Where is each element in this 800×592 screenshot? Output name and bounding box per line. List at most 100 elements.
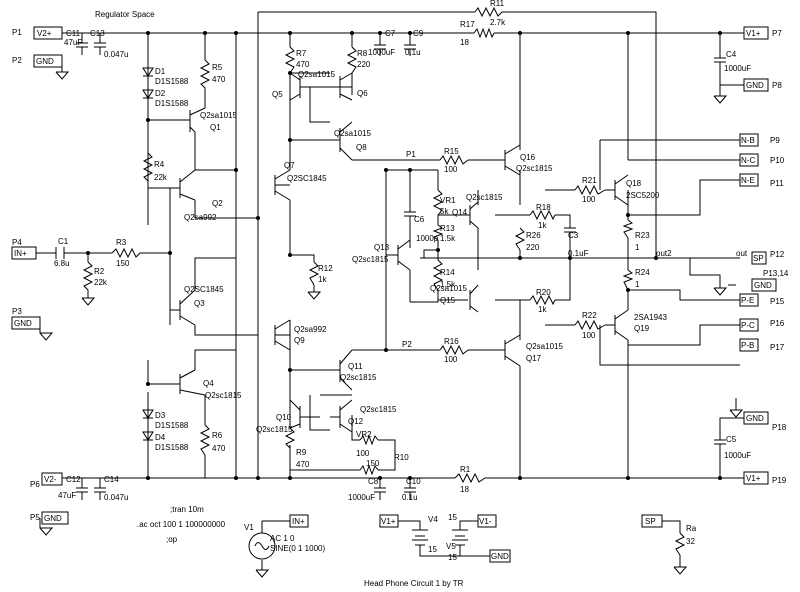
label-q1-name: Q1	[210, 123, 221, 132]
capacitor-c1-symbol	[55, 247, 65, 259]
transistor-q19-symbol	[614, 309, 629, 341]
flag-gnd-p5-box	[41, 511, 69, 525]
resistor-r5-symbol	[199, 59, 211, 95]
flag-pc-box	[739, 318, 759, 332]
transistor-q7-symbol	[274, 169, 291, 201]
transistor-q16-symbol	[504, 144, 521, 176]
transistor-q5-symbol	[289, 72, 320, 101]
net-label-out2: out2	[656, 249, 672, 258]
label-c14-value: 0.047u	[104, 493, 128, 502]
label-c3-value: 0.1uF	[568, 249, 589, 258]
transistor-q3-symbol	[179, 289, 196, 326]
capacitor-c7-symbol	[374, 44, 386, 56]
flag-gnd-p8-box	[743, 78, 769, 92]
flag-out: out	[736, 249, 748, 258]
label-d4-value: D1S1588	[155, 443, 189, 452]
label-d4-name: D4	[155, 433, 166, 442]
label-q15-type: Q2sa1015	[430, 284, 467, 293]
flag-v1plus-p19-box	[743, 471, 769, 485]
pin-p12: P12	[770, 250, 785, 259]
label-r6-value: 470	[212, 444, 226, 453]
label-r17-value: 18	[460, 38, 469, 47]
resistor-r6-symbol	[199, 424, 211, 456]
label-c12-name: C12	[66, 475, 81, 484]
label-r3-value: 150	[116, 259, 130, 268]
label-c5-value: 1000uF	[724, 451, 751, 460]
flag-v2minus: V2-	[44, 475, 57, 484]
label-r10-name: R10	[394, 453, 409, 462]
pin-p7: P7	[772, 29, 782, 38]
flag-v1plus-p19: V1+	[746, 474, 761, 483]
flag-gnd-src-box	[489, 549, 511, 563]
label-c4-value: 1000uF	[724, 64, 751, 73]
capacitor-c11-symbol	[76, 42, 88, 55]
resistor-r16-symbol	[439, 344, 469, 356]
label-v5-value: 15	[448, 553, 457, 562]
label-vr2-name: VR2	[356, 430, 372, 439]
label-r22-value: 100	[582, 331, 596, 340]
label-vr2-value: 100	[356, 449, 370, 458]
capacitor-c10-symbol	[404, 487, 416, 500]
label-c7-value: 1000uF	[368, 48, 395, 57]
resistor-vr1-symbol	[432, 189, 444, 216]
label-r4-value: 22k	[154, 173, 168, 182]
label-c11-value: 47uF	[64, 38, 82, 47]
transistor-q6-symbol	[330, 72, 353, 101]
label-q10-name: Q10	[276, 413, 292, 422]
label-r5-value: 470	[212, 75, 226, 84]
label-q16-name: Q16	[520, 153, 536, 162]
label-r12-name: R12	[318, 264, 333, 273]
label-v1-ac: AC 1 0	[270, 534, 295, 543]
regulator-space-label: Regulator Space	[95, 10, 155, 19]
label-c14-name: C14	[104, 475, 119, 484]
label-q14-type: Q2sc1815	[466, 193, 503, 202]
flag-sp-box	[751, 251, 767, 265]
resistor-r24-symbol	[622, 269, 634, 291]
flag-sp-load-box	[641, 514, 663, 528]
flag-ne-box	[739, 173, 759, 187]
label-r4-name: R4	[154, 160, 165, 169]
resistor-r13-symbol	[432, 224, 444, 241]
label-c1-name: C1	[58, 237, 69, 246]
capacitor-c9-symbol	[404, 44, 416, 56]
transistor-q17-symbol	[504, 334, 521, 367]
flag-gnd-p2-box	[33, 54, 63, 68]
pin-p17: P17	[770, 343, 785, 352]
label-v1-sine: SINE(0 1 1000)	[270, 544, 325, 553]
label-q7-name: Q7	[284, 161, 295, 170]
transistor-q12-symbol	[330, 399, 353, 433]
pin-p18: P18	[772, 423, 787, 432]
flag-v2plus-box	[33, 26, 63, 40]
pin-p10: P10	[770, 156, 785, 165]
label-v1-name: V1	[244, 523, 254, 532]
label-r17-name: R17	[460, 20, 475, 29]
battery-v5-symbol	[452, 529, 468, 546]
transistor-q4-symbol	[179, 369, 206, 396]
resistor-r8-symbol	[346, 46, 358, 74]
flag-gnd-src: GND	[491, 552, 509, 561]
resistor-r12-symbol	[308, 261, 320, 286]
label-q11-name: Q11	[348, 362, 363, 371]
capacitor-c14-symbol	[94, 487, 106, 500]
directive-tran: ;tran 10m	[170, 505, 204, 514]
pin-p19: P19	[772, 476, 787, 485]
label-vr2b-value: 150	[366, 459, 380, 468]
label-r13-value: 1.5k	[440, 234, 456, 243]
junction-dots	[86, 31, 722, 480]
pin-p11: P11	[770, 179, 784, 188]
label-q11-type: Q2sc1815	[340, 373, 377, 382]
flag-gnd-p3-box	[11, 316, 41, 330]
label-c5-name: C5	[726, 435, 737, 444]
label-c12-value: 47uF	[58, 491, 76, 500]
component-symbols	[39, 6, 744, 578]
flag-ne: N-E	[741, 176, 755, 185]
flag-nb-box	[739, 133, 759, 147]
label-c8-value: 1000uF	[348, 493, 375, 502]
label-q3-name: Q3	[194, 299, 205, 308]
label-c13-name: C13	[90, 29, 105, 38]
label-d3-name: D3	[155, 411, 166, 420]
label-r12-value: 1k	[318, 275, 327, 284]
label-r15-value: 100	[444, 165, 458, 174]
label-q3-type: Q2SC1845	[184, 285, 224, 294]
label-r1-value: 18	[460, 485, 469, 494]
